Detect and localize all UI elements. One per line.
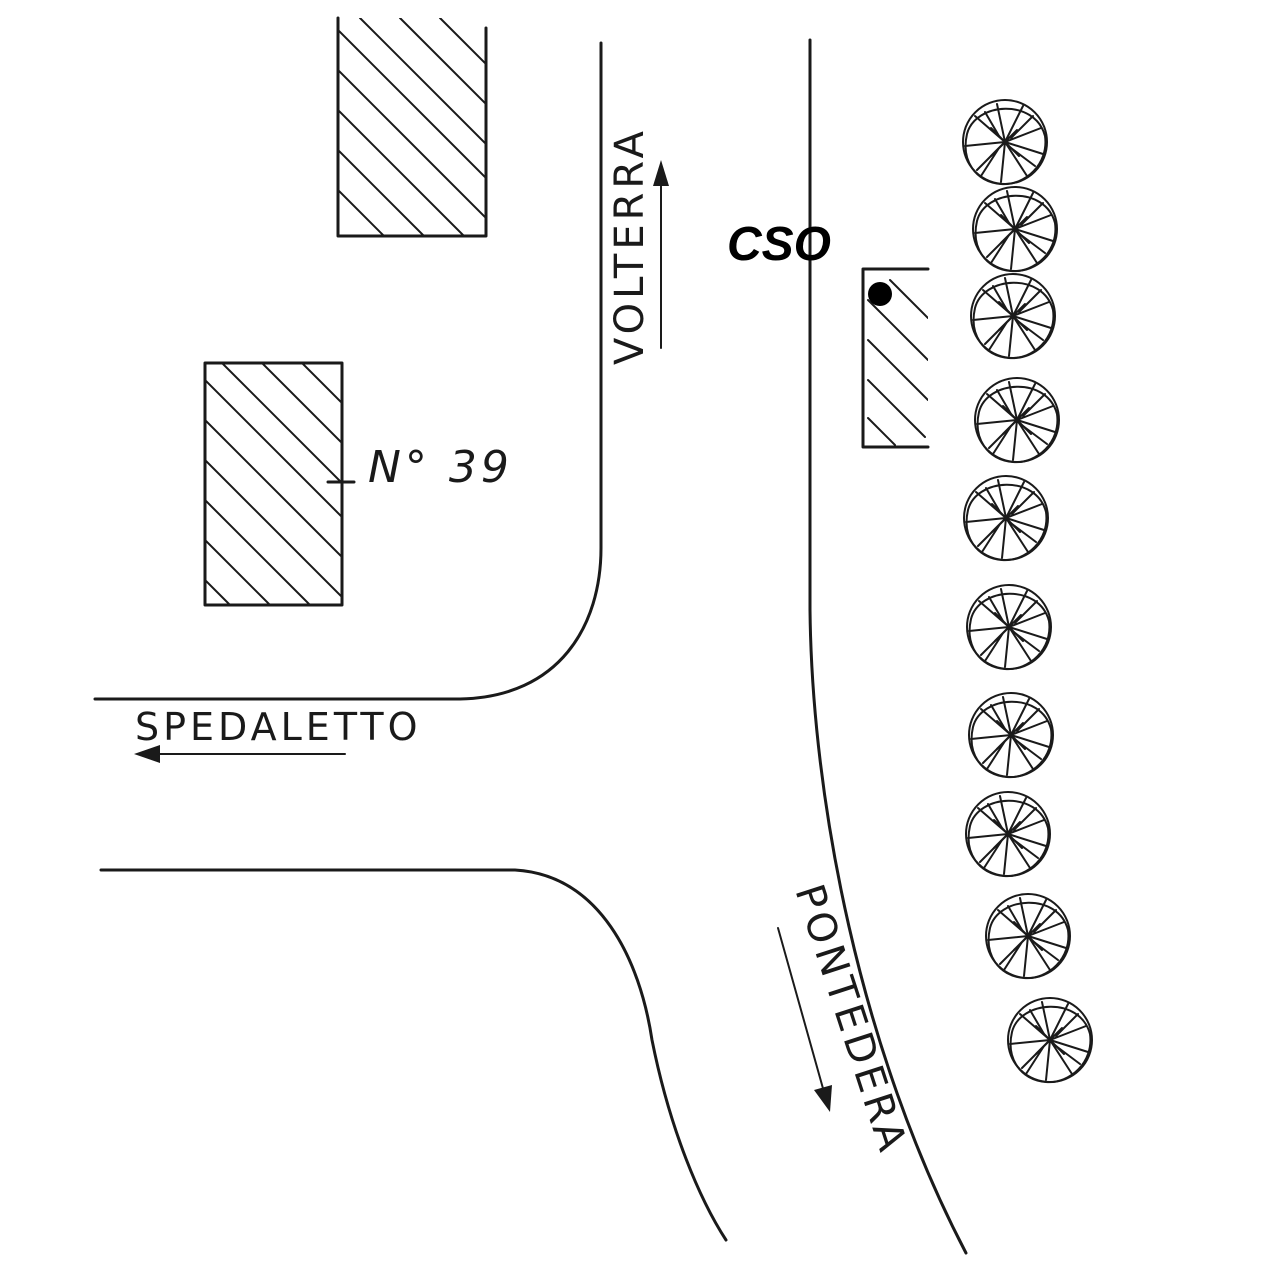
road-volterra-west-edge <box>93 41 603 701</box>
tree-icon <box>972 186 1058 273</box>
tree-icon <box>1007 997 1093 1084</box>
tree-icon <box>966 584 1052 671</box>
tree-icon <box>962 99 1048 186</box>
arrow-left-icon <box>134 745 160 763</box>
house-number-label: N° 39 <box>368 442 513 493</box>
cso-label: CSO <box>727 218 831 271</box>
road-label-volterra: VOLTERRA <box>607 127 653 365</box>
tree-icon <box>985 893 1071 980</box>
tree-row <box>962 99 1093 1084</box>
tree-icon <box>974 377 1060 464</box>
building-no-39 <box>203 361 356 607</box>
road-label-pontedera: PONTEDERA <box>785 879 916 1160</box>
arrow-down-icon <box>814 1085 832 1112</box>
building-north <box>336 16 488 238</box>
tree-icon <box>970 273 1056 360</box>
tree-icon <box>963 475 1049 562</box>
arrow-up-icon <box>653 160 669 186</box>
tree-icon <box>965 791 1051 878</box>
direction-volterra: VOLTERRA <box>607 127 669 365</box>
tree-icon <box>968 692 1054 779</box>
direction-spedaletto: SPEDALETTO <box>134 705 421 763</box>
road-east-edge <box>808 38 968 1255</box>
building-cso <box>861 267 930 449</box>
road-edges <box>93 38 968 1255</box>
road-label-spedaletto: SPEDALETTO <box>135 705 421 749</box>
road-spedaletto-south-edge <box>99 868 728 1242</box>
cso-marker-dot-icon <box>868 282 892 306</box>
